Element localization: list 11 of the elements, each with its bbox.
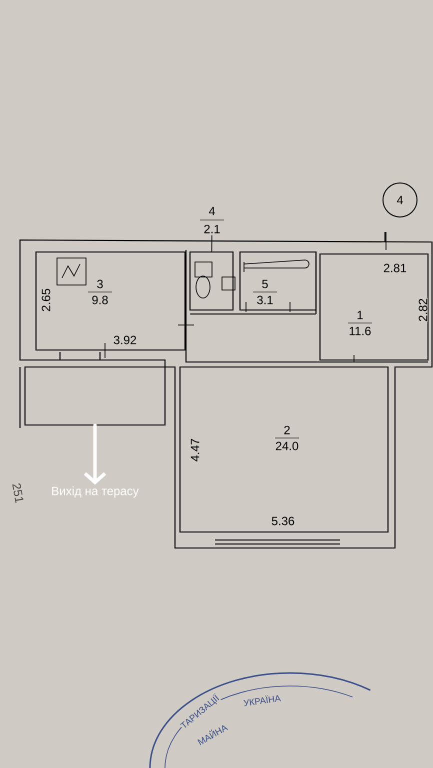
handwritten-note: 251: [12, 482, 24, 504]
leader-line: [211, 234, 212, 252]
balcony: [24, 366, 166, 426]
dimension-text: 2.82: [418, 298, 428, 322]
room: [189, 251, 234, 311]
caption-text: Вихід на терасу: [52, 486, 139, 498]
arrow: [84, 424, 106, 485]
area-label: 4 2.1: [200, 206, 224, 234]
stamp-text: УКРАЇНА: [242, 693, 282, 707]
room: 5 3.1: [239, 251, 317, 311]
circle-number: 4: [382, 182, 418, 218]
